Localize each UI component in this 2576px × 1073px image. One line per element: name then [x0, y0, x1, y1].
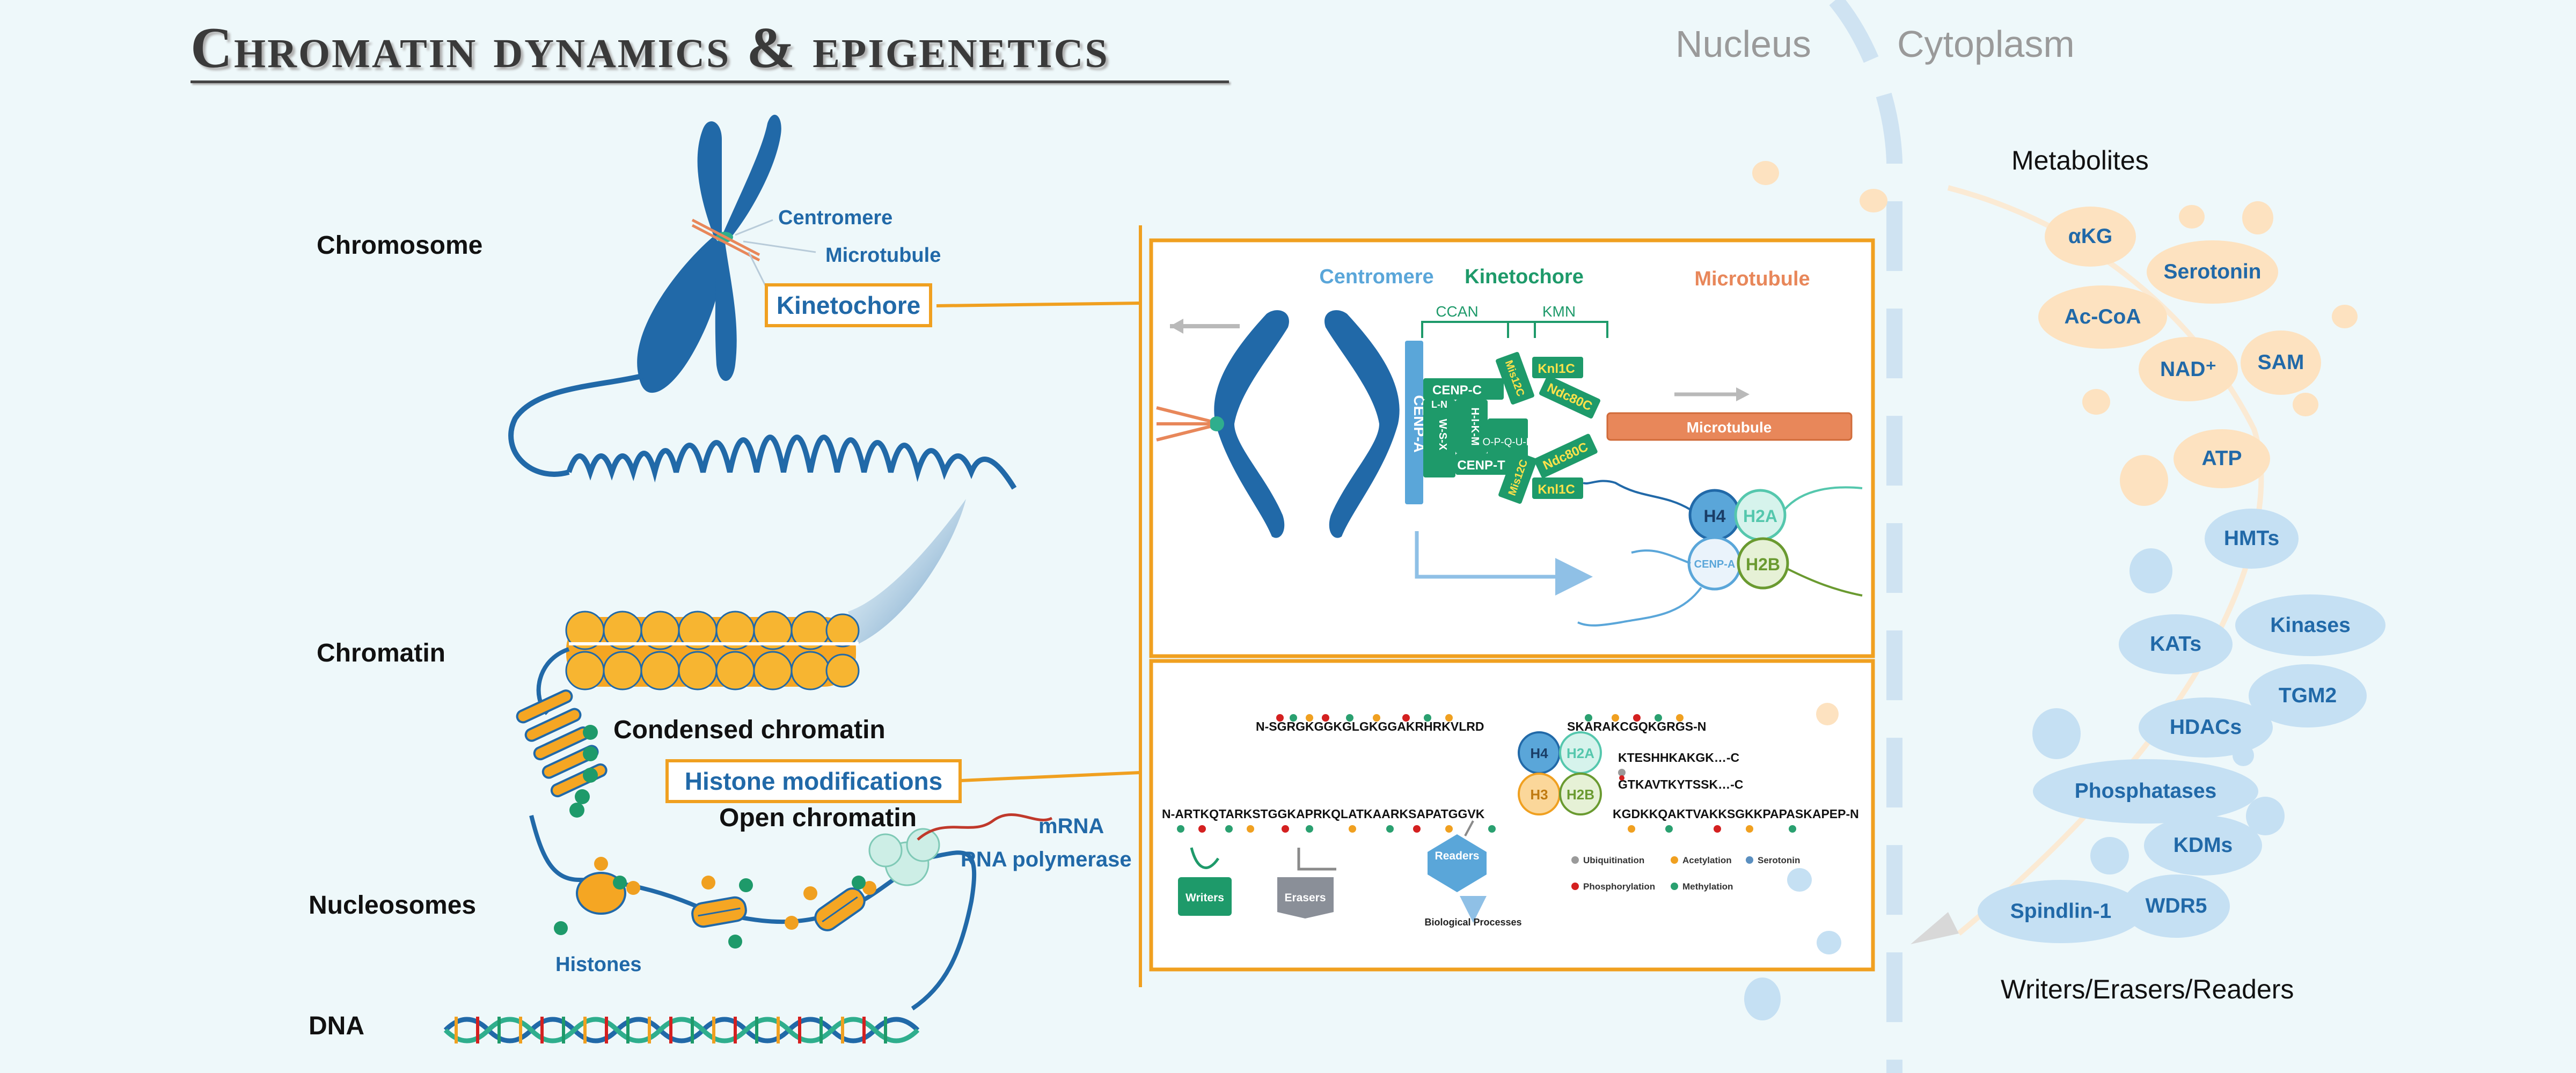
microtubule-bar-text: Microtubule	[1687, 419, 1772, 436]
mrna-strand	[917, 813, 1053, 841]
histones-label: Histones	[555, 953, 642, 976]
kmn-label: KMN	[1542, 303, 1576, 320]
enzyme-hdacs: HDACs	[2139, 697, 2273, 758]
nucleus-label: Nucleus	[1675, 23, 1811, 65]
h2a-c-tail: KTESHHKAKGK…-C	[1618, 751, 1739, 765]
legend-acetylation: Acetylation	[1682, 855, 1732, 865]
lnu-text: L-N	[1431, 399, 1447, 410]
title-underline	[191, 80, 1229, 83]
ptm-legend: Ubiquitination Acetylation Serotonin Pho…	[1571, 855, 1800, 892]
knl1c-top-text: Knl1C	[1538, 362, 1575, 376]
microtubule-bar	[1606, 412, 1853, 441]
open-chromatin-label: Open chromatin	[719, 804, 917, 832]
chromosome	[637, 114, 781, 393]
metabolite-serotonin: Serotonin	[2147, 240, 2278, 304]
kp-h2a: H2A	[1743, 506, 1777, 526]
legend-serotonin: Serotonin	[1758, 855, 1800, 865]
kp-h4: H4	[1704, 506, 1726, 526]
panel-kinetochore-label: Kinetochore	[1465, 266, 1584, 288]
enzyme-kdms: KDMs	[2144, 815, 2262, 876]
legend-ubiquitination: Ubiquitination	[1583, 855, 1644, 865]
nucleosomes-label: Nucleosomes	[309, 891, 477, 920]
chromosome-label: Chromosome	[317, 231, 483, 260]
metabolite-nad: NAD⁺	[2139, 337, 2238, 401]
hp-h2b: H2B	[1567, 787, 1594, 803]
ccan-label: CCAN	[1436, 303, 1478, 320]
kmn-top	[1496, 351, 1600, 419]
chromatin-coils	[566, 435, 1017, 490]
h4-tail: N-SGRGKGGKGLGKGGAKRHRKVLRD	[1256, 719, 1484, 733]
erasers-text: Erasers	[1284, 892, 1326, 904]
enzyme-kats: KATs	[2119, 614, 2233, 674]
dna-helix	[443, 1017, 920, 1043]
opqur-text: O-P-Q-U-R	[1483, 437, 1534, 448]
nuclear-membrane	[1829, 0, 1902, 1073]
writers-box	[1178, 877, 1232, 916]
enzyme-phosphatases: Phosphatases	[2033, 759, 2258, 824]
enzymes-title: Writers/Erasers/Readers	[2001, 974, 2294, 1004]
erasers-shape	[1277, 877, 1334, 918]
wsx-text: W-S-X	[1437, 419, 1448, 451]
ccan-complex	[1423, 378, 1528, 477]
microtubule-label: Microtubule	[825, 244, 941, 267]
writers-text: Writers	[1185, 892, 1224, 904]
enzyme-spindlin-1: Spindlin-1	[1978, 880, 2144, 943]
metabolite-ac-coa: Ac-CoA	[2038, 285, 2167, 349]
metabolite-akg: αKG	[2045, 207, 2136, 267]
histone-modifications-label: Histone modifications	[665, 759, 962, 803]
ptm-dots	[1177, 714, 1796, 833]
hp-h4: H4	[1530, 745, 1548, 761]
enzyme-kinases: Kinases	[2235, 594, 2385, 656]
metabolites-title: Metabolites	[2011, 145, 2149, 175]
rna-polymerase	[868, 828, 940, 886]
knl1c-bottom-text: Knl1C	[1538, 482, 1575, 497]
metabolite-atp: ATP	[2174, 429, 2270, 488]
panel-microtubule-label: Microtubule	[1694, 268, 1810, 290]
histone-panel	[1149, 659, 1875, 972]
cenp-c-text: CENP-C	[1432, 383, 1482, 398]
readers-shape	[1428, 834, 1487, 892]
h3-tail: N-ARTKQTARKSTGGKAPRKQLATKAARKSAPATGGVK	[1162, 807, 1485, 821]
kinetochore-label: Kinetochore	[765, 283, 932, 327]
figure-title: Chromatin dynamics & epigenetics	[191, 16, 1109, 80]
mrna-label: mRNA	[1038, 814, 1104, 838]
chromatin-label: Chromatin	[317, 639, 445, 667]
h2b-tail: KGDKKQAKTVAKKSGKKPAPASKAPEP-N	[1613, 807, 1859, 821]
enzyme-hmts: HMTs	[2205, 509, 2299, 569]
dna-label: DNA	[309, 1012, 364, 1040]
kp-cenpa: CENP-A	[1694, 558, 1736, 570]
readers-text: Readers	[1435, 850, 1480, 862]
legend-phosphorylation: Phosphorylation	[1583, 881, 1655, 892]
chromatin-block	[565, 611, 860, 690]
condensed-chromatin-label: Condensed chromatin	[613, 716, 885, 744]
hikm-text: H-I-K-M	[1469, 407, 1481, 445]
chromatin-fiber	[508, 373, 645, 477]
cenp-a-bar	[1405, 341, 1423, 504]
h2a-tail: SKARAKCGQKGRGS-N	[1567, 719, 1706, 733]
centromere-label: Centromere	[778, 207, 893, 229]
zoom-cone	[848, 499, 966, 644]
condensed-stack	[516, 689, 608, 798]
panel-chromatid-left	[1214, 310, 1400, 538]
panel-centromere-label: Centromere	[1319, 266, 1433, 288]
cytoplasm-label: Cytoplasm	[1897, 23, 2075, 65]
cenp-t-text: CENP-T	[1457, 458, 1505, 473]
h2b-c-tail: GTKAVTKYTSSK…-C	[1618, 777, 1743, 791]
enzyme-wdr5: WDR5	[2123, 874, 2230, 938]
bio-processes-text: Biological Processes	[1424, 917, 1521, 928]
hp-h2a: H2A	[1567, 745, 1594, 761]
rna-polymerase-label: RNA polymerase	[961, 848, 1132, 871]
histone-octamer-bottom	[1518, 731, 1602, 815]
legend-methylation: Methylation	[1682, 881, 1733, 892]
kp-h2b: H2B	[1746, 555, 1780, 574]
kmn-bottom	[1498, 433, 1598, 504]
histone-octamer-top	[1687, 489, 1789, 591]
metabolite-sam: SAM	[2241, 330, 2321, 395]
hp-h3: H3	[1530, 787, 1548, 803]
